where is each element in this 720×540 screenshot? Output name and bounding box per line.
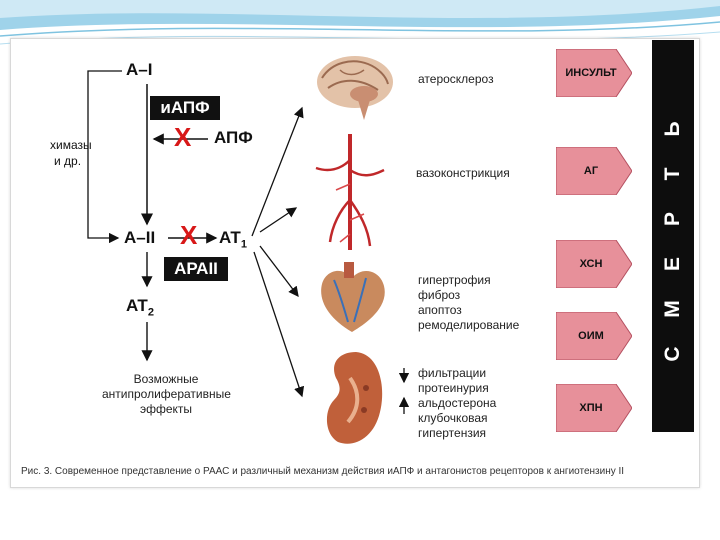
- angiotensin-2-label: А–II: [124, 228, 156, 247]
- outcome-hypertension: АГ: [556, 147, 632, 195]
- outcome-myocardial-infarction: ОИМ: [556, 312, 632, 360]
- chymases-label: химазы: [50, 138, 92, 152]
- outcome-stroke: ИНСУЛЬТ: [556, 49, 632, 97]
- outcome-kidney-failure: ХПН: [556, 384, 632, 432]
- death-letter: Е: [661, 257, 684, 272]
- at1-block-mark: X: [180, 220, 198, 250]
- death-letter: Р: [661, 212, 684, 227]
- figure-caption: Рис. 3. Современное представление о РААС…: [21, 466, 625, 477]
- brain-illustration: [317, 56, 393, 120]
- ace-block-mark: X: [174, 122, 192, 152]
- at2-receptor-label: АТ2: [126, 296, 154, 319]
- kidney-illustration: [326, 352, 383, 444]
- heart-illustration: [321, 262, 385, 332]
- ace-label: АПФ: [214, 128, 253, 147]
- arb-box: АРАII: [164, 257, 228, 281]
- death-letter: Ь: [661, 121, 684, 137]
- death-bar: С М Е Р Т Ь: [652, 40, 694, 432]
- at1-receptor-label: АТ1: [219, 228, 247, 251]
- death-letter: С: [661, 346, 684, 362]
- chymases-etc-label: и др.: [54, 154, 82, 168]
- vessels-illustration: [315, 134, 385, 250]
- effect-kidney-list: фильтрации протеинурия альдостерона клуб…: [418, 366, 497, 440]
- antiproliferative-effects: Возможные антипролиферативные эффекты: [102, 372, 231, 416]
- outcome-heart-failure: ХСН: [556, 240, 632, 288]
- death-letter: М: [661, 300, 684, 318]
- ace-inhibitor-box: иАПФ: [150, 96, 220, 120]
- effect-atherosclerosis: атеросклероз: [418, 72, 494, 86]
- death-letter: Т: [661, 167, 684, 181]
- effect-heart-list: гипертрофия фиброз апоптоз ремоделирован…: [418, 273, 520, 332]
- effect-vasoconstriction: вазоконстрикция: [416, 166, 510, 180]
- angiotensin-1-label: A–I: [126, 60, 153, 79]
